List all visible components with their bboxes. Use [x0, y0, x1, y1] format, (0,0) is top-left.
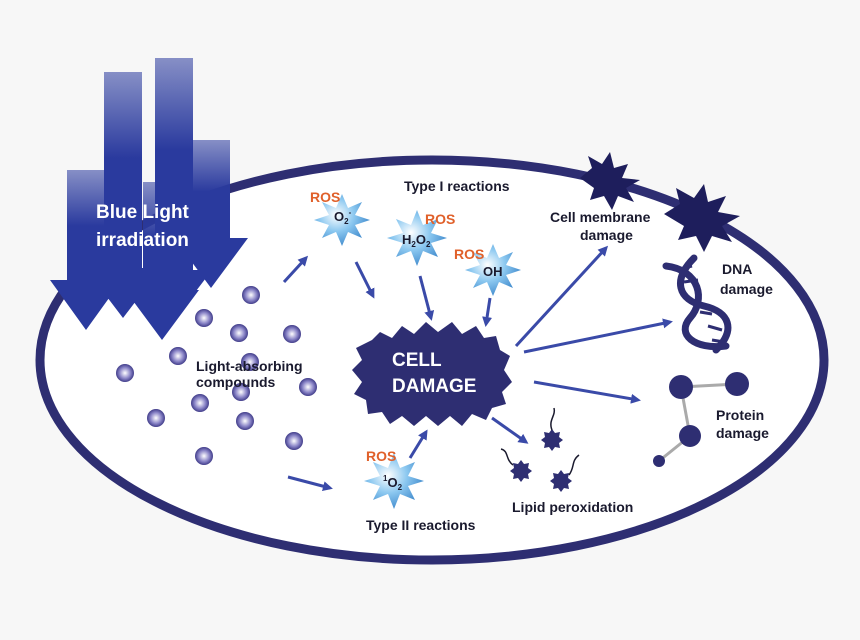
membrane-label-line2: damage	[580, 227, 633, 243]
ros-star-peroxide: ROS H2O2	[387, 210, 455, 266]
lipid-particle-icon	[550, 454, 580, 492]
arrow	[482, 297, 493, 327]
compound-sphere	[169, 347, 187, 365]
starburst-icon	[364, 453, 424, 509]
arrow	[514, 245, 609, 348]
cell-damage-line2: DAMAGE	[392, 376, 476, 397]
compound-spheres	[116, 286, 317, 465]
starburst-icon	[387, 210, 447, 266]
light-arrow	[50, 170, 122, 330]
compound-sphere	[285, 432, 303, 450]
membrane-label-line1: Cell membrane	[550, 209, 651, 225]
arrow	[354, 261, 375, 299]
membrane-rupture-icon	[580, 152, 640, 210]
lipid-particle-icon	[500, 448, 532, 482]
compound-sphere	[242, 286, 260, 304]
compounds-label-line1: Light-absorbing	[196, 358, 303, 374]
title-line1: Blue Light	[96, 202, 190, 223]
light-arrow	[174, 140, 248, 288]
compound-sphere	[195, 309, 213, 327]
compound-sphere	[195, 447, 213, 465]
peroxide-formula: H2O2	[402, 232, 431, 249]
cell-damage-blob	[352, 322, 512, 426]
blue-light-arrows	[50, 58, 248, 340]
title-line2: irradiation	[96, 230, 189, 251]
superoxide-formula: O2-	[334, 208, 352, 226]
reaction-arrows	[282, 245, 673, 492]
membrane-rupture-icon	[664, 184, 740, 252]
protein-molecule-icon	[653, 372, 749, 467]
dna-helix-icon	[662, 254, 732, 354]
dna-label-line2: damage	[720, 281, 773, 297]
lipid-particle-icon	[541, 407, 563, 451]
arrow	[533, 380, 641, 404]
arrow	[418, 275, 435, 321]
ros-label: ROS	[366, 448, 396, 464]
compound-sphere	[147, 409, 165, 427]
ros-label: ROS	[425, 211, 455, 227]
starburst-icon	[314, 194, 370, 246]
compound-sphere	[232, 383, 250, 401]
compound-sphere	[191, 394, 209, 412]
ros-star-hydroxyl: ROS OH	[454, 244, 521, 296]
protein-label-line2: damage	[716, 425, 769, 441]
compound-sphere	[283, 325, 301, 343]
light-arrow	[125, 182, 199, 340]
type2-label: Type II reactions	[366, 517, 476, 533]
compound-sphere	[241, 353, 259, 371]
lipid-particles	[500, 407, 580, 492]
singlet-oxygen-formula: 1O2	[383, 474, 403, 492]
arrow	[523, 318, 673, 354]
cell-damage-line1: CELL	[392, 350, 442, 371]
ros-star-singlet: ROS 1O2	[364, 448, 424, 509]
ros-star-superoxide: ROS O2-	[310, 189, 370, 246]
ros-label: ROS	[454, 246, 484, 262]
type1-label: Type I reactions	[404, 178, 510, 194]
starburst-icon	[465, 244, 521, 296]
hydroxyl-formula: OH	[483, 264, 503, 279]
compound-sphere	[236, 412, 254, 430]
compound-sphere	[230, 324, 248, 342]
arrow	[491, 416, 529, 444]
dna-label-line1: DNA	[722, 261, 752, 277]
arrow	[408, 429, 428, 459]
arrow	[287, 475, 333, 492]
compounds-label-line2: compounds	[196, 374, 276, 390]
compound-sphere	[116, 364, 134, 382]
compound-sphere	[299, 378, 317, 396]
ros-label: ROS	[310, 189, 340, 205]
protein-label-line1: Protein	[716, 407, 764, 423]
lipid-label: Lipid peroxidation	[512, 499, 633, 515]
arrow	[282, 255, 309, 284]
